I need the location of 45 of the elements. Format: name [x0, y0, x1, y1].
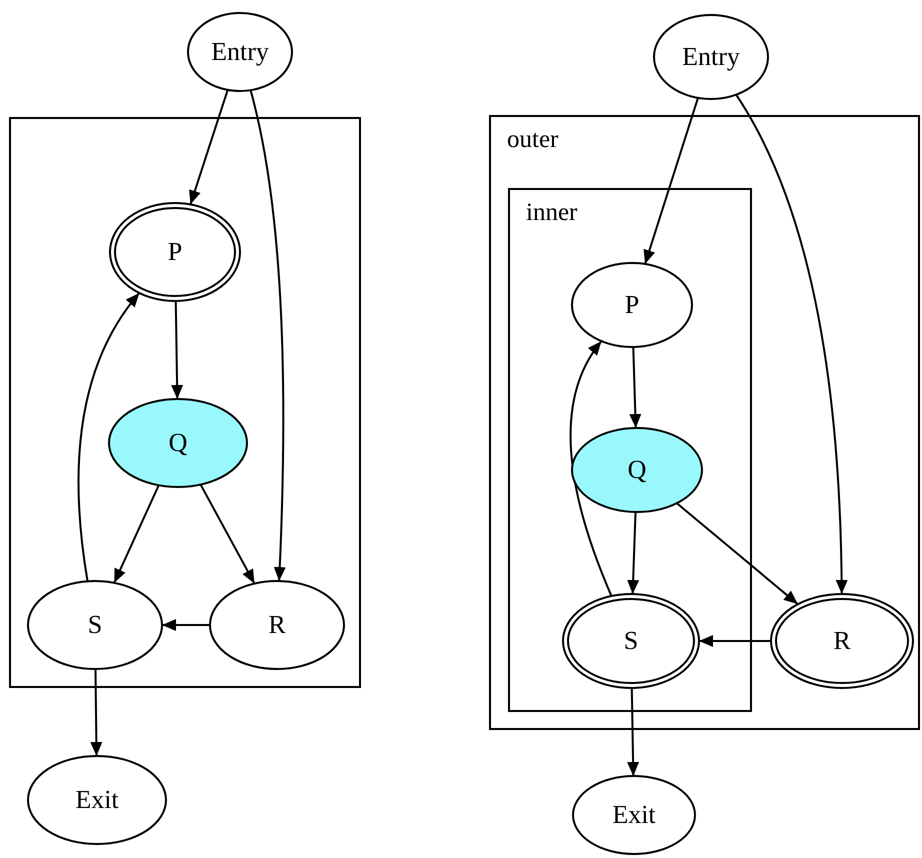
arrow [113, 484, 160, 584]
ellipse-node [653, 14, 769, 100]
ellipse-node [572, 775, 696, 855]
arrow [171, 300, 184, 400]
arrow [250, 90, 286, 582]
node-label: Entry [211, 39, 269, 65]
arrow [570, 340, 612, 596]
arrow [627, 512, 640, 594]
double-ellipse-node [109, 202, 241, 302]
arrow [200, 484, 256, 584]
node-label: S [88, 612, 102, 638]
arrow [627, 688, 640, 776]
node-label: R [833, 628, 851, 654]
arrow [735, 94, 848, 594]
ellipse-node [571, 262, 693, 348]
double-ellipse-node [770, 593, 914, 689]
arrow [188, 90, 229, 205]
cluster-box [489, 115, 920, 730]
arrow [699, 635, 771, 647]
node-label: Entry [682, 44, 740, 70]
node-label: Exit [75, 787, 119, 813]
node-label: Exit [612, 802, 656, 828]
node-label: R [268, 612, 286, 638]
ellipse-node [108, 398, 248, 488]
node-label: Q [628, 457, 646, 483]
double-ellipse-node [562, 593, 700, 689]
ellipse-node [571, 427, 703, 513]
arrow [629, 346, 642, 428]
ellipse-node [27, 580, 163, 670]
node-label: S [624, 628, 638, 654]
ellipse-node [27, 755, 167, 845]
arrow [642, 98, 699, 264]
cluster-label: outer [507, 127, 558, 152]
arrow [162, 619, 210, 631]
ellipse-node [209, 580, 345, 670]
arrow [676, 502, 798, 605]
ellipse-node [187, 12, 293, 92]
arrow [90, 668, 102, 756]
node-label: Q [168, 430, 188, 456]
cluster-box [508, 188, 752, 712]
arrow [78, 292, 140, 582]
node-label: P [624, 292, 640, 318]
cluster-label: inner [526, 200, 578, 225]
cluster-box [9, 117, 361, 688]
node-label: P [168, 239, 182, 265]
